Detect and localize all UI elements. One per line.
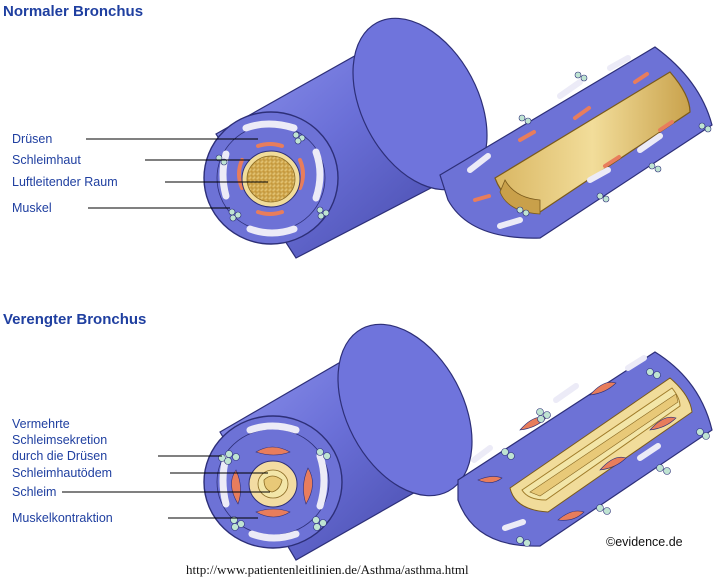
- label-mucus: Schleim: [12, 485, 56, 500]
- label-secretion-line2: Schleimsekretion: [12, 433, 107, 448]
- label-secretion-line3: durch die Drüsen: [12, 449, 107, 464]
- normal-bronchus-title: Normaler Bronchus: [3, 3, 143, 20]
- narrowed-bronchus-opened: [458, 352, 712, 547]
- label-edema: Schleimhautödem: [12, 466, 112, 481]
- label-muscle: Muskel: [12, 201, 52, 216]
- copyright-notice: ©evidence.de: [606, 535, 683, 549]
- label-airway: Luftleitender Raum: [12, 175, 118, 190]
- source-url: http://www.patientenleitlinien.de/Asthma…: [186, 562, 469, 578]
- label-contraction: Muskelkontraktion: [12, 511, 113, 526]
- narrowed-bronchus-title: Verengter Bronchus: [3, 311, 146, 328]
- label-mucosa: Schleimhaut: [12, 153, 81, 168]
- narrowed-bronchus-tube: [204, 302, 499, 560]
- label-secretion-line1: Vermehrte: [12, 417, 70, 432]
- label-glands: Drüsen: [12, 132, 52, 147]
- copyright-icon: ©: [606, 535, 615, 549]
- copyright-text: evidence.de: [615, 535, 682, 549]
